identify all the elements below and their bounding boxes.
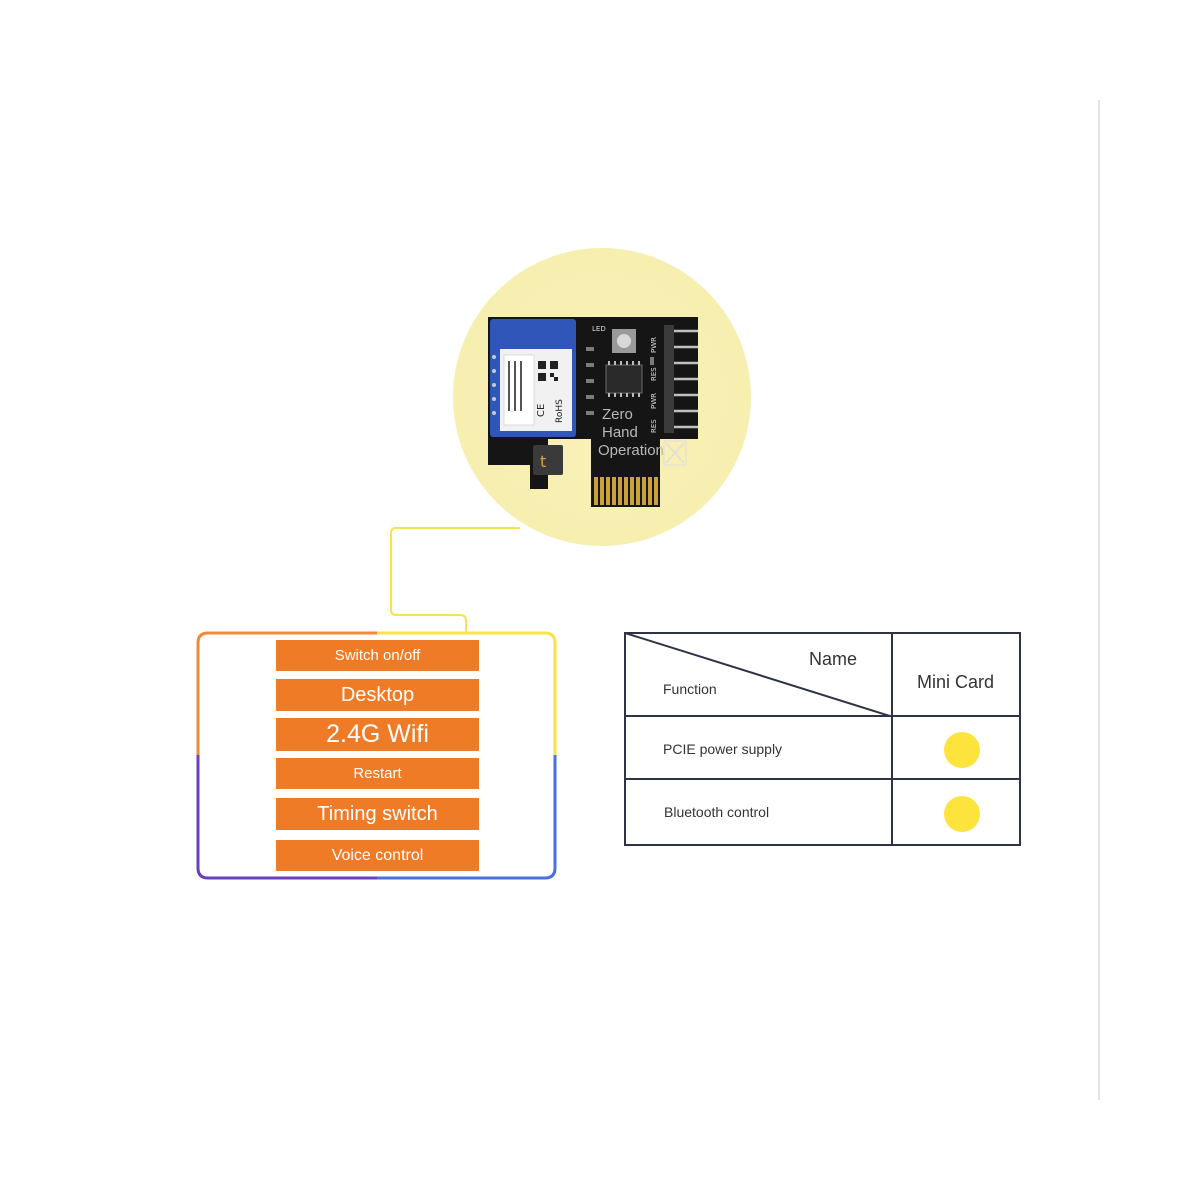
svg-text:PWR: PWR — [650, 337, 658, 353]
svg-text:RES: RES — [650, 419, 658, 433]
svg-text:t: t — [540, 452, 546, 471]
table-column-mini-card: Mini Card — [917, 672, 995, 692]
function-timing-switch: Timing switch — [276, 798, 479, 830]
table-row-bluetooth: Bluetooth control — [664, 804, 770, 820]
table-header-function: Function — [663, 681, 717, 697]
supported-dot-bluetooth — [944, 796, 980, 832]
function-box-frame — [196, 631, 557, 880]
function-switch-onoff: Switch on/off — [276, 640, 479, 671]
svg-text:RES: RES — [650, 367, 658, 381]
table-header-name: Name — [809, 649, 858, 669]
svg-text:CE: CE — [536, 404, 547, 417]
feature-table — [624, 632, 1021, 846]
svg-text:LED: LED — [592, 325, 606, 333]
function-desktop: Desktop — [276, 679, 479, 711]
overlay-zero: Zero — [602, 406, 633, 423]
overlay-operation: Operation — [598, 442, 664, 459]
wifi-bluetooth-card-image: CE RoHS t PWR RES PWR RES LED — [488, 317, 698, 507]
overlay-hand: Hand — [602, 424, 638, 441]
function-wifi: 2.4G Wifi — [276, 718, 479, 751]
function-voice-control: Voice control — [276, 840, 479, 871]
supported-dot-pcie — [944, 732, 980, 768]
table-row-pcie-power: PCIE power supply — [663, 741, 783, 757]
function-restart: Restart — [276, 758, 479, 789]
svg-text:PWR: PWR — [650, 393, 658, 409]
svg-text:RoHS: RoHS — [555, 399, 565, 423]
right-divider-line — [1098, 100, 1100, 1100]
